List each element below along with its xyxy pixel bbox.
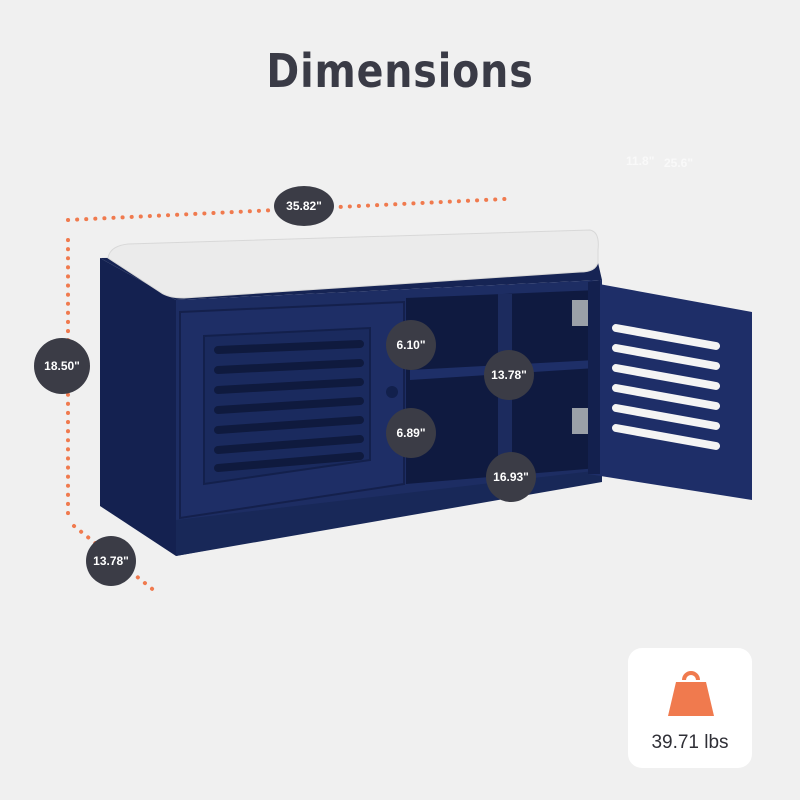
- compartment-width-badge: 16.93": [486, 452, 536, 502]
- bench-cushion: [107, 229, 599, 299]
- height-badge: 18.50": [34, 338, 90, 394]
- bench-cabinet: [100, 229, 752, 556]
- compartment-height-badge: 13.78": [484, 350, 534, 400]
- left-door-slats: [214, 340, 364, 472]
- faint-label-2: 25.6": [664, 156, 694, 170]
- right-door-edge: [588, 280, 600, 474]
- depth-badge: 13.78": [86, 536, 136, 586]
- shelf-bottom-badge: 6.89": [386, 408, 436, 458]
- faint-label-1: 11.8": [626, 154, 655, 168]
- hinge-bottom: [572, 408, 590, 434]
- page-title: Dimensions: [266, 44, 534, 98]
- weight-card: 39.71 lbs: [628, 648, 752, 768]
- hinge-top: [572, 300, 590, 326]
- cabinet-left-side: [100, 258, 176, 556]
- right-door-slats: [612, 324, 720, 450]
- right-door: [588, 282, 752, 500]
- width-badge: 35.82": [274, 186, 334, 226]
- shelf-top-badge: 6.10": [386, 320, 436, 370]
- weight-icon: [668, 671, 714, 716]
- door-knob: [386, 386, 398, 398]
- weight-label: 39.71 lbs: [651, 732, 729, 753]
